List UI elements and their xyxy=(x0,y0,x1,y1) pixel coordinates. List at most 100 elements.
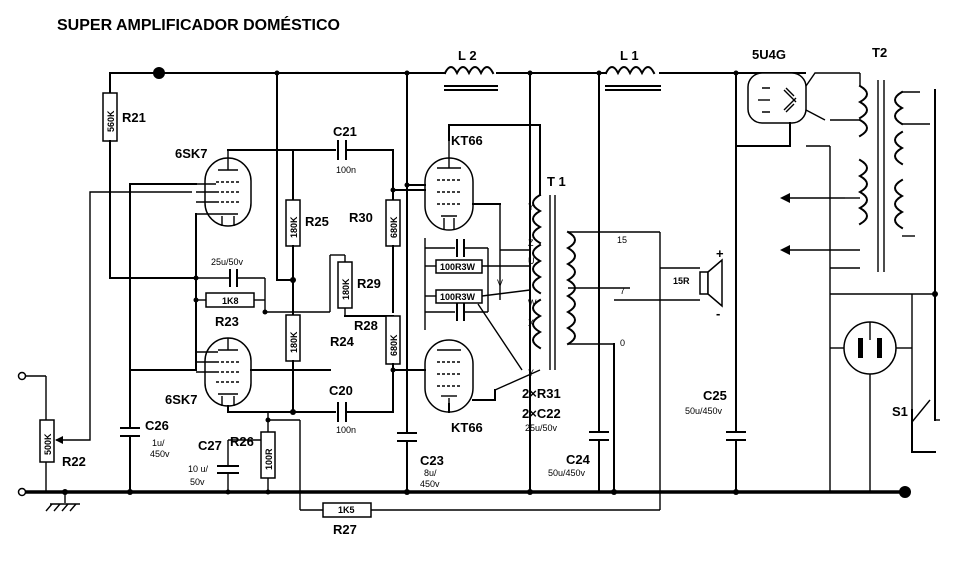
v3-label: KT66 xyxy=(451,133,483,148)
switch-s1: S1 xyxy=(892,399,940,453)
inductor-l1: L 1 xyxy=(604,48,661,91)
rect-label: 5U4G xyxy=(752,47,786,62)
c27-label: C27 xyxy=(198,438,222,453)
svg-text:1u/: 1u/ xyxy=(152,438,165,448)
svg-text:50u/450v: 50u/450v xyxy=(548,468,586,478)
speaker: + - 15R xyxy=(614,246,724,321)
c21-label: C21 xyxy=(333,124,357,139)
c21-capacitor: C21 100n xyxy=(333,124,394,175)
svg-text:50u/450v: 50u/450v xyxy=(685,406,723,416)
r21-resistor-group: 560K R21 xyxy=(102,92,196,279)
tube-v1-6sk7: 6SK7 xyxy=(175,146,252,227)
r22-label: R22 xyxy=(62,454,86,469)
r21-value: 560K xyxy=(106,110,116,132)
svg-text:25u/50v: 25u/50v xyxy=(211,257,244,267)
c23-label: C23 xyxy=(420,453,444,468)
r28-resistor: 680K xyxy=(385,315,401,413)
tube-v4-kt66: KT66 xyxy=(424,339,483,435)
l2-label: L 2 xyxy=(458,48,477,63)
svg-text:180K: 180K xyxy=(341,278,351,300)
r27-resistor: 1K5 R27 xyxy=(300,502,660,537)
v1-label: 6SK7 xyxy=(175,146,208,161)
r30-resistor: 680K R30 xyxy=(349,189,401,313)
r27-label: R27 xyxy=(333,522,357,537)
svg-text:100R3W: 100R3W xyxy=(440,292,476,302)
transformer-t1: T 1 Y Z U V W X Y 15 7 0 xyxy=(494,174,660,391)
svg-text:2×C22: 2×C22 xyxy=(522,406,561,421)
r25-resistor: 180K R25 xyxy=(285,149,329,281)
svg-text:W: W xyxy=(528,298,537,308)
tube-rectifier-5u4g: 5U4G xyxy=(747,47,807,124)
svg-text:100R: 100R xyxy=(264,448,274,470)
r21-label: R21 xyxy=(122,110,146,125)
svg-text:8u/: 8u/ xyxy=(424,468,437,478)
svg-text:2×R31: 2×R31 xyxy=(522,386,561,401)
r24-label: R24 xyxy=(330,334,355,349)
r22-value: 500K xyxy=(43,433,53,455)
svg-text:100n: 100n xyxy=(336,165,356,175)
r29-resistor: 180K R29 xyxy=(337,255,381,316)
svg-text:680K: 680K xyxy=(389,334,399,356)
r30-label: R30 xyxy=(349,210,373,225)
v2-label: 6SK7 xyxy=(165,392,198,407)
svg-text:25u/50v: 25u/50v xyxy=(525,423,558,433)
t2-label: T2 xyxy=(872,45,887,60)
r28-label: R28 xyxy=(354,318,378,333)
r22-resistor xyxy=(39,419,55,463)
r23-label: R23 xyxy=(215,314,239,329)
c27-capacitor: C27 10 u/ 50v xyxy=(188,438,268,492)
c23-capacitor: C23 8u/ 450v xyxy=(397,184,444,495)
svg-text:100n: 100n xyxy=(336,425,356,435)
inductor-l2: L 2 xyxy=(443,48,498,91)
r26-resistor: 100R R26 xyxy=(230,412,276,492)
tube-v3-kt66: KT66 xyxy=(424,133,483,231)
svg-text:450v: 450v xyxy=(420,479,440,489)
svg-text:1K8: 1K8 xyxy=(222,296,239,306)
c24-label: C24 xyxy=(566,452,591,467)
schematic-title: SUPER AMPLIFICADOR DOMÉSTICO xyxy=(57,15,340,34)
tube-v2-6sk7: 6SK7 xyxy=(165,337,252,407)
svg-text:50v: 50v xyxy=(190,477,205,487)
v4-label: KT66 xyxy=(451,420,483,435)
svg-text:100R3W: 100R3W xyxy=(440,262,476,272)
speaker-impedance: 15R xyxy=(673,276,690,286)
svg-text:7: 7 xyxy=(620,286,625,296)
l1-label: L 1 xyxy=(620,48,639,63)
transformer-t2: T2 xyxy=(857,45,936,401)
svg-text:180K: 180K xyxy=(289,331,299,353)
svg-text:U: U xyxy=(528,256,535,266)
c25-label: C25 xyxy=(703,388,727,403)
r23-resistor: 1K8 R23 xyxy=(196,278,266,329)
svg-text:680K: 680K xyxy=(389,216,399,238)
mains-socket xyxy=(830,291,938,492)
c20-label: C20 xyxy=(329,383,353,398)
input-stage: 500K R22 xyxy=(17,191,192,492)
t1-label: T 1 xyxy=(547,174,566,189)
c20-capacitor: C20 100n xyxy=(329,383,394,435)
s1-label: S1 xyxy=(892,404,908,419)
svg-text:Y: Y xyxy=(528,368,534,378)
svg-text:X: X xyxy=(528,318,534,328)
c24-capacitor: C24 50u/450v xyxy=(548,72,609,493)
c25-capacitor: C25 50u/450v xyxy=(685,72,746,495)
c26-capacitor: C26 1u/ 450v xyxy=(120,183,197,495)
svg-text:10 u/: 10 u/ xyxy=(188,464,209,474)
c26-label: C26 xyxy=(145,418,169,433)
r24-resistor: 180K R24 xyxy=(285,279,355,413)
r25-label: R25 xyxy=(305,214,329,229)
r31-c22-note: 2×R31 2×C22 25u/50v xyxy=(522,386,561,433)
svg-text:Y: Y xyxy=(528,202,534,212)
svg-text:15: 15 xyxy=(617,235,627,245)
svg-text:1K5: 1K5 xyxy=(338,505,355,515)
svg-text:-: - xyxy=(716,306,720,321)
svg-text:450v: 450v xyxy=(150,449,170,459)
svg-text:0: 0 xyxy=(620,338,625,348)
r26-label: R26 xyxy=(230,434,254,449)
svg-text:+: + xyxy=(716,246,724,261)
kt66-cathode-network: 100R3W 100R3W xyxy=(424,238,531,371)
r29-label: R29 xyxy=(357,276,381,291)
ground-bus xyxy=(17,486,911,512)
cathode-bypass-cap: 25u/50v xyxy=(196,257,265,287)
svg-text:180K: 180K xyxy=(289,216,299,238)
